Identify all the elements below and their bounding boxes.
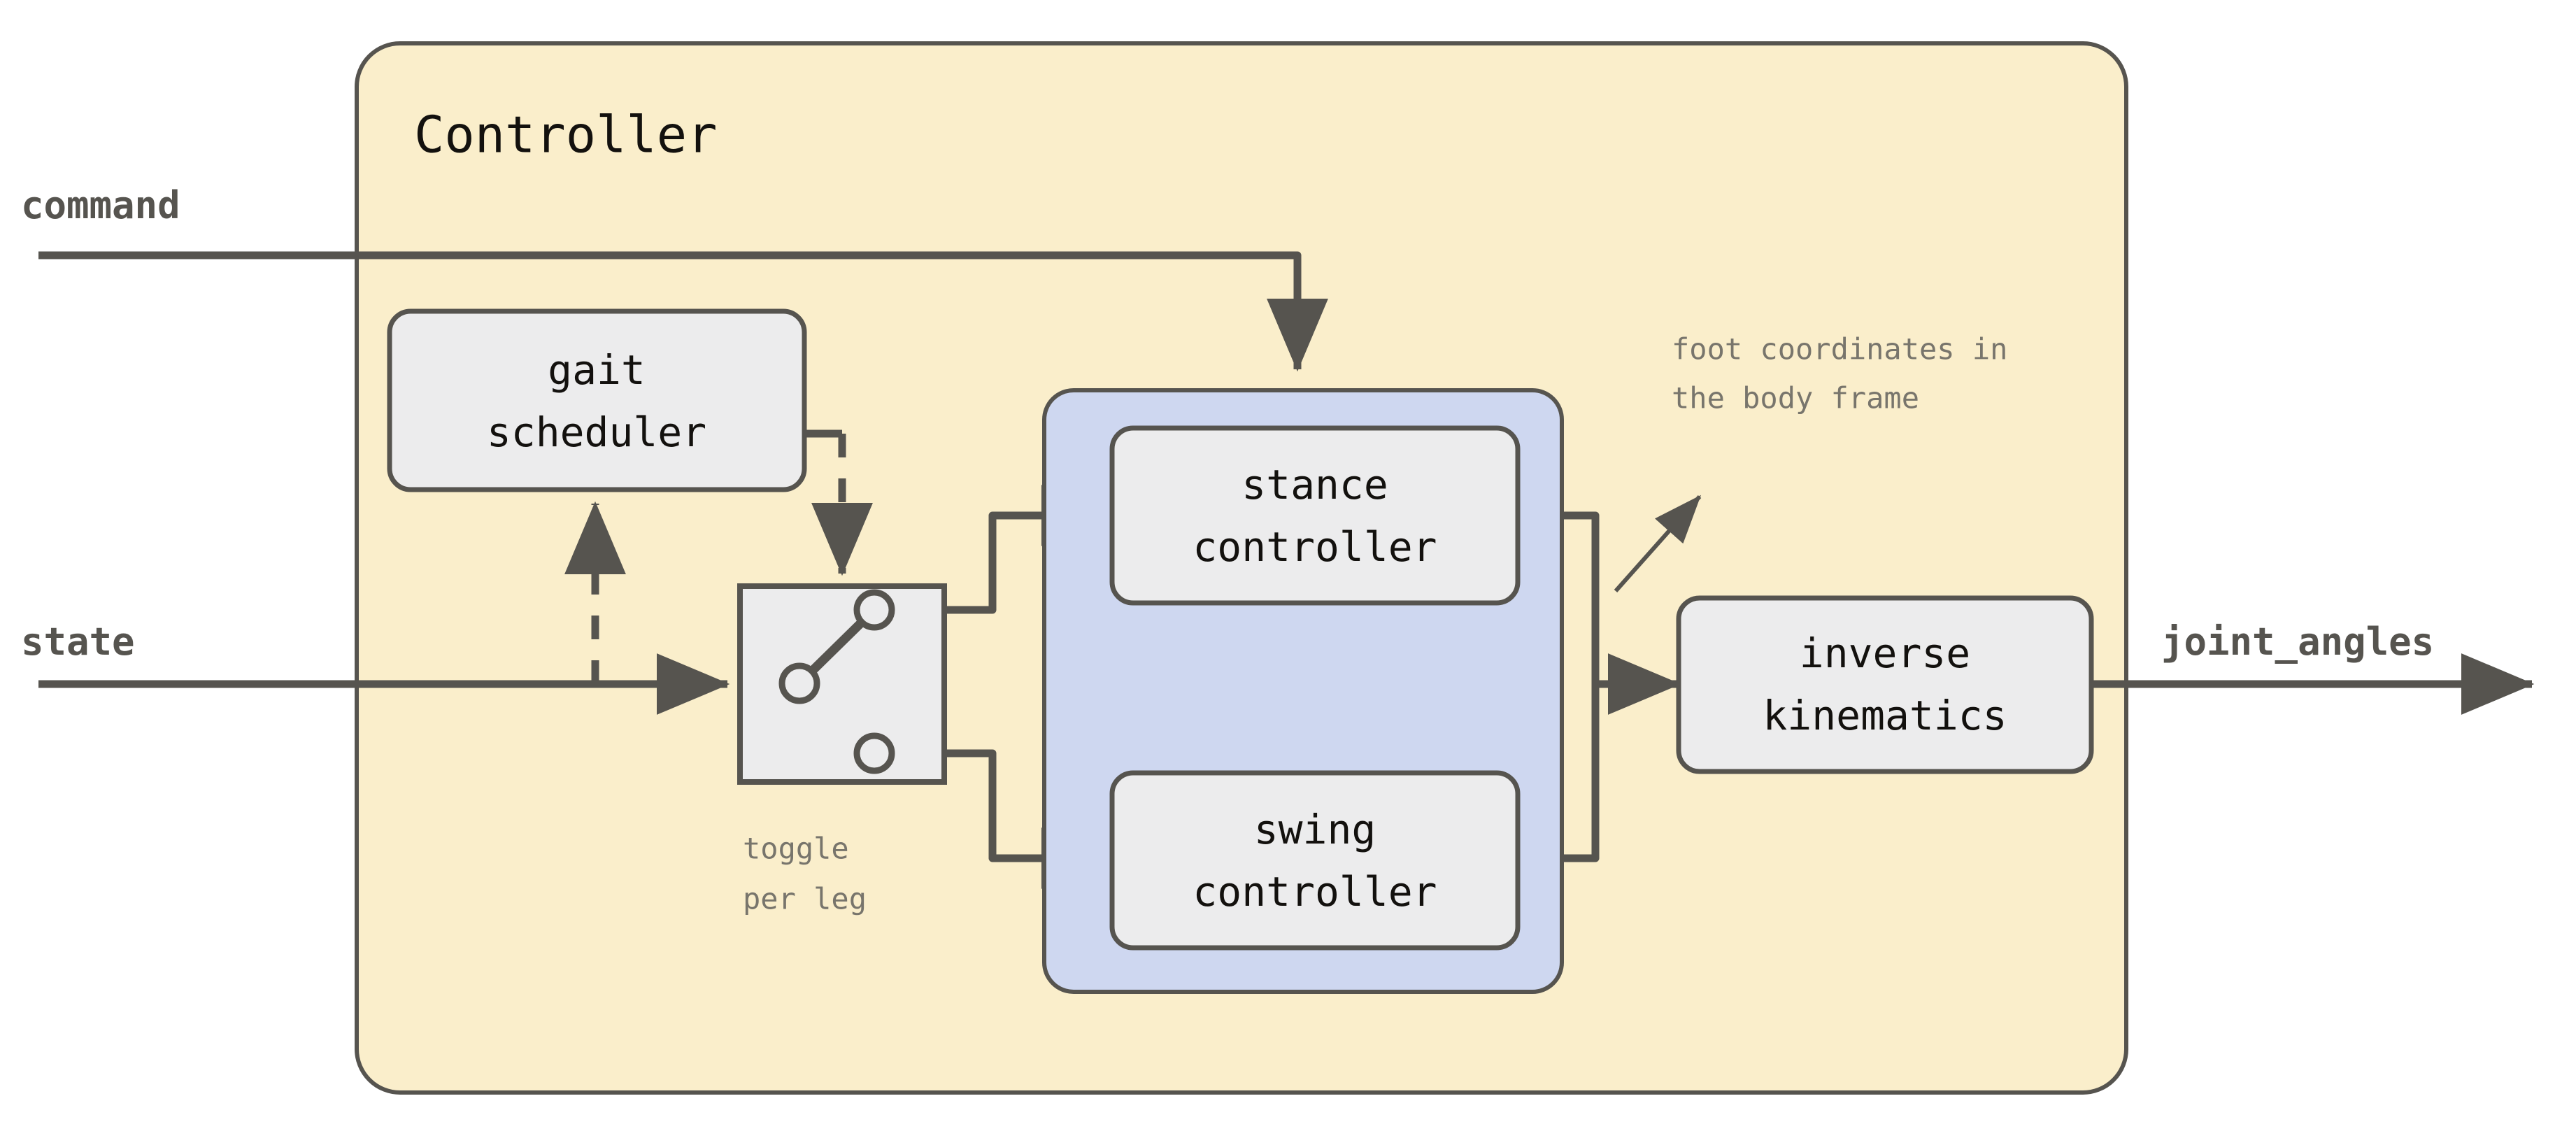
node-stance-controller[interactable]: stance controller [1109, 425, 1521, 606]
annotation-label-line2: the body frame [1672, 381, 1919, 415]
node-gait-scheduler[interactable]: gait scheduler [387, 308, 807, 492]
annotation-label-line1: foot coordinates in [1672, 332, 2007, 367]
wire-command-to-controller-group [38, 251, 1328, 372]
inverse-kinematics-box[interactable] [1676, 595, 2094, 774]
toggle-switch-pivot-terminal[interactable] [778, 662, 820, 704]
output-label-joint-angles: joint_angles [2161, 620, 2434, 664]
toggle-switch-lower-terminal[interactable] [853, 732, 895, 774]
stance-controller-label-line1: stance [1241, 461, 1388, 508]
page-title: Controller [414, 106, 717, 164]
toggle-switch-icon[interactable] [737, 583, 947, 785]
node-inverse-kinematics[interactable]: inverse kinematics [1676, 595, 2094, 774]
inverse-kinematics-label-line1: inverse [1800, 629, 1970, 677]
gait-scheduler-label-line1: gait [548, 346, 646, 394]
toggle-caption-line2: per leg [743, 882, 867, 916]
gait-scheduler-box[interactable] [387, 308, 807, 492]
annotation-arrow-icon [1614, 495, 1702, 592]
swing-controller-box[interactable] [1109, 770, 1521, 951]
stance-controller-label-line2: controller [1193, 523, 1437, 571]
input-label-command: command [21, 183, 180, 227]
inverse-kinematics-label-line2: kinematics [1763, 692, 2007, 739]
node-swing-controller[interactable]: swing controller [1109, 770, 1521, 951]
stance-controller-box[interactable] [1109, 425, 1521, 606]
toggle-switch-upper-terminal[interactable] [853, 589, 895, 631]
swing-controller-label-line1: swing [1254, 806, 1376, 853]
toggle-caption-line1: toggle [743, 832, 849, 866]
swing-controller-label-line2: controller [1193, 868, 1437, 916]
input-label-state: state [21, 620, 135, 664]
toggle-switch-box[interactable] [737, 583, 947, 785]
gait-scheduler-label-line2: scheduler [487, 408, 706, 456]
